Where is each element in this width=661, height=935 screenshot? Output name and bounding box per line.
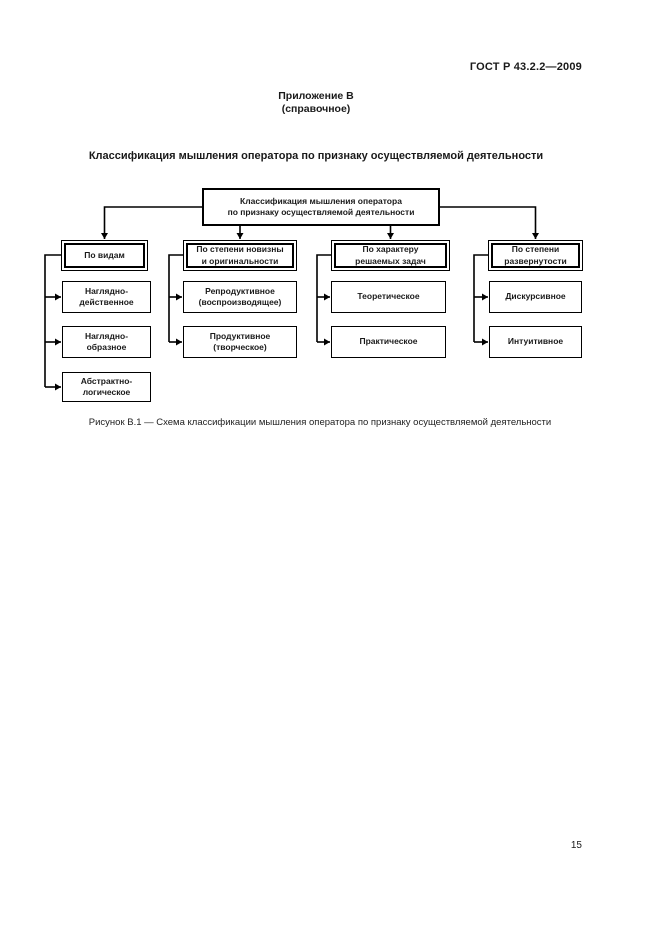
column-header-label: По степени развернутости (491, 243, 580, 268)
figure-caption: Рисунок В.1 — Схема классификации мышлен… (88, 417, 552, 428)
column-header-expansion: По степени развернутости (488, 240, 583, 271)
diagram-box: Репродуктивное (воспроизводящее) (183, 281, 297, 313)
column-header-label: По видам (64, 243, 145, 268)
diagram-box: Наглядно- действенное (62, 281, 151, 313)
diagram-box: Интуитивное (489, 326, 582, 358)
connector-lines (44, 206, 539, 391)
diagram-root-box: Классификация мышления оператора по приз… (202, 188, 440, 226)
diagram-box: Продуктивное (творческое) (183, 326, 297, 358)
annex-title: Приложение В (278, 90, 354, 102)
diagram-box: Абстрактно- логическое (62, 372, 151, 402)
column-header-types: По видам (61, 240, 148, 271)
diagram-box: Теоретическое (331, 281, 446, 313)
section-title: Классификация мышления оператора по приз… (88, 150, 544, 162)
page-number: 15 (570, 840, 582, 851)
diagram-box: Практическое (331, 326, 446, 358)
column-header-label: По степени новизны и оригинальности (186, 243, 294, 268)
doc-code: ГОСТ Р 43.2.2—2009 (469, 61, 582, 73)
column-header-label: По характеру решаемых задач (334, 243, 447, 268)
classification-diagram: Классификация мышления оператора по приз… (40, 185, 615, 420)
annex-heading: Приложение В (справочное) (0, 90, 632, 116)
diagram-box: Наглядно- образное (62, 326, 151, 358)
diagram-box: Дискурсивное (489, 281, 582, 313)
annex-subtitle: (справочное) (281, 103, 351, 115)
column-header-novelty: По степени новизны и оригинальности (183, 240, 297, 271)
column-header-task-nature: По характеру решаемых задач (331, 240, 450, 271)
